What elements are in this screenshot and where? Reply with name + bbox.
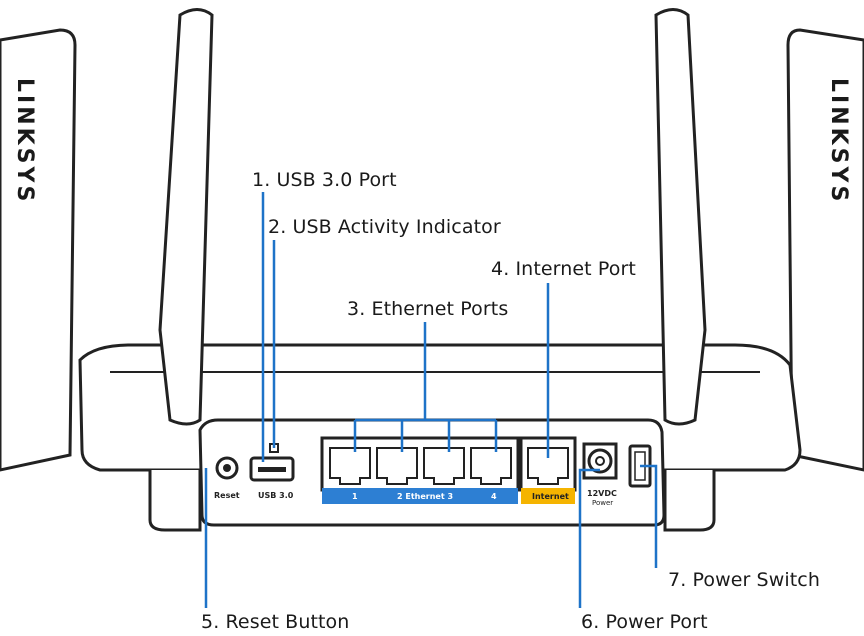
left-foot bbox=[150, 470, 200, 530]
callout-usb-port: 1. USB 3.0 Port bbox=[252, 169, 397, 191]
brand-logo-left: LINKSYS bbox=[12, 78, 37, 204]
brand-logo-right: LINKSYS bbox=[826, 78, 851, 204]
right-antenna bbox=[656, 10, 705, 425]
panel-label-reset: Reset bbox=[214, 491, 240, 500]
usb-port-tongue bbox=[258, 467, 286, 472]
panel-label-power-word: Power bbox=[592, 499, 613, 507]
panel-label-internet: Internet bbox=[532, 492, 569, 501]
ethernet-port-2 bbox=[377, 448, 417, 484]
panel-label-eth4: 4 bbox=[491, 492, 497, 501]
panel-label-eth-mid: 2 Ethernet 3 bbox=[397, 492, 453, 501]
ethernet-port-1 bbox=[330, 448, 370, 484]
right-foot bbox=[665, 470, 714, 530]
callout-power-switch: 7. Power Switch bbox=[668, 569, 820, 591]
reset-button-core bbox=[223, 464, 231, 472]
callout-reset-button: 5. Reset Button bbox=[201, 611, 349, 633]
callout-internet-port: 4. Internet Port bbox=[491, 258, 636, 280]
panel-label-usb: USB 3.0 bbox=[258, 491, 293, 500]
callout-ethernet-ports: 3. Ethernet Ports bbox=[347, 298, 508, 320]
ethernet-port-4 bbox=[471, 448, 511, 484]
panel-label-power-voltage: 12VDC bbox=[587, 489, 617, 498]
ethernet-port-3 bbox=[424, 448, 464, 484]
callout-usb-indicator: 2. USB Activity Indicator bbox=[268, 216, 501, 238]
power-port-pin bbox=[596, 457, 604, 465]
callout-power-port: 6. Power Port bbox=[581, 611, 708, 633]
panel-label-eth1: 1 bbox=[352, 492, 358, 501]
